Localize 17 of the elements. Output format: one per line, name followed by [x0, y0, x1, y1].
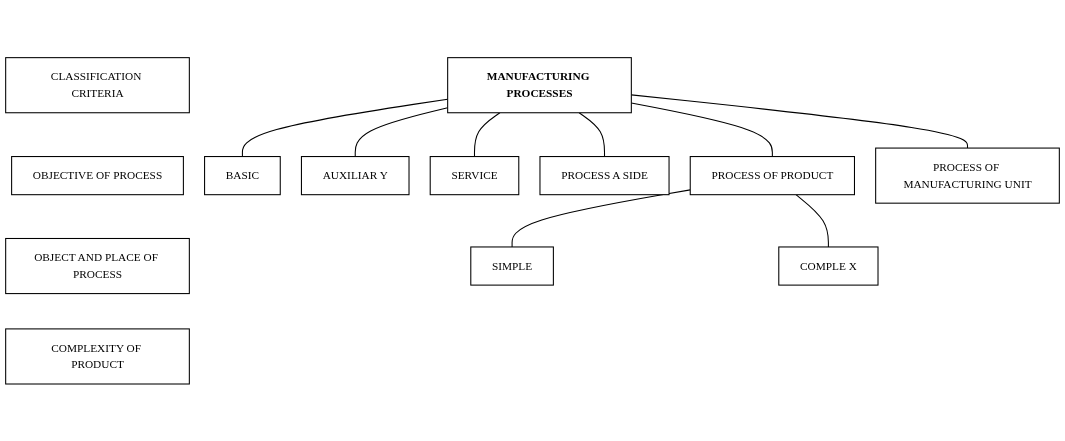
node-box: OBJECT AND PLACE OF PROCESS [5, 237, 190, 294]
node-box: CLASSIFICATION CRITERIA [5, 56, 190, 113]
node-box: BASIC [204, 155, 281, 195]
node-box: PROCESS OF PRODUCT [689, 155, 855, 195]
node-box: SIMPLE [470, 246, 554, 286]
connector [795, 193, 829, 248]
node-box: AUXILIAR Y [300, 155, 410, 195]
node-box: MANUFACTURING PROCESSES [447, 56, 632, 113]
node-box: OBJECTIVE OF PROCESS [11, 155, 184, 195]
connector [473, 111, 501, 157]
node-box: PROCESS A SIDE [539, 155, 670, 195]
connector [578, 111, 606, 157]
node-box: SERVICE [429, 155, 520, 195]
node-box: PROCESS OF MANUFACTURING UNIT [875, 147, 1060, 204]
connector [511, 189, 691, 248]
node-box: COMPLEXITY OF PRODUCT [5, 328, 190, 385]
node-box: COMPLE X [778, 246, 879, 286]
